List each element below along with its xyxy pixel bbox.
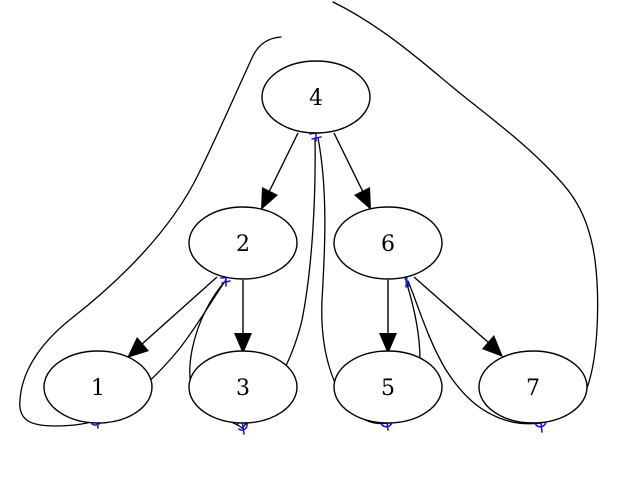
tree-nodes: 4 2 6 1 3 5 7 bbox=[43, 60, 588, 424]
node-4: 4 bbox=[261, 60, 371, 134]
edge-2-to-1-arrowhead bbox=[127, 337, 149, 358]
node-6: 6 bbox=[333, 206, 443, 280]
node-4-label: 4 bbox=[309, 86, 323, 111]
edge-4-to-2 bbox=[268, 132, 299, 193]
edge-2-to-3-arrowhead bbox=[234, 333, 252, 354]
traversal-stroke-left bbox=[19, 36, 282, 427]
edge-4-to-6 bbox=[333, 132, 364, 193]
node-3: 3 bbox=[188, 350, 298, 424]
edge-4-to-2-arrowhead bbox=[261, 187, 278, 210]
edge-6-to-5-arrowhead bbox=[379, 333, 397, 354]
visit-marks bbox=[89, 129, 547, 435]
node-3-label: 3 bbox=[236, 376, 250, 401]
edge-2-to-1 bbox=[141, 276, 218, 345]
node-6-label: 6 bbox=[381, 232, 395, 257]
node-2: 2 bbox=[188, 206, 298, 280]
node-2-label: 2 bbox=[236, 232, 250, 257]
node-7-label: 7 bbox=[526, 376, 540, 401]
edge-4-to-6-arrowhead bbox=[354, 187, 371, 210]
node-5: 5 bbox=[333, 350, 443, 424]
tree-edges bbox=[127, 132, 503, 358]
node-1-label: 1 bbox=[91, 376, 105, 401]
traversal-stroke-right bbox=[332, 1, 599, 424]
edge-6-to-7-arrowhead bbox=[482, 335, 503, 357]
node-7: 7 bbox=[478, 350, 588, 424]
edge-6-to-7 bbox=[413, 276, 490, 344]
node-1: 1 bbox=[43, 350, 153, 424]
node-5-label: 5 bbox=[381, 376, 395, 401]
traversal-stroke-6-to-7 bbox=[407, 280, 542, 425]
